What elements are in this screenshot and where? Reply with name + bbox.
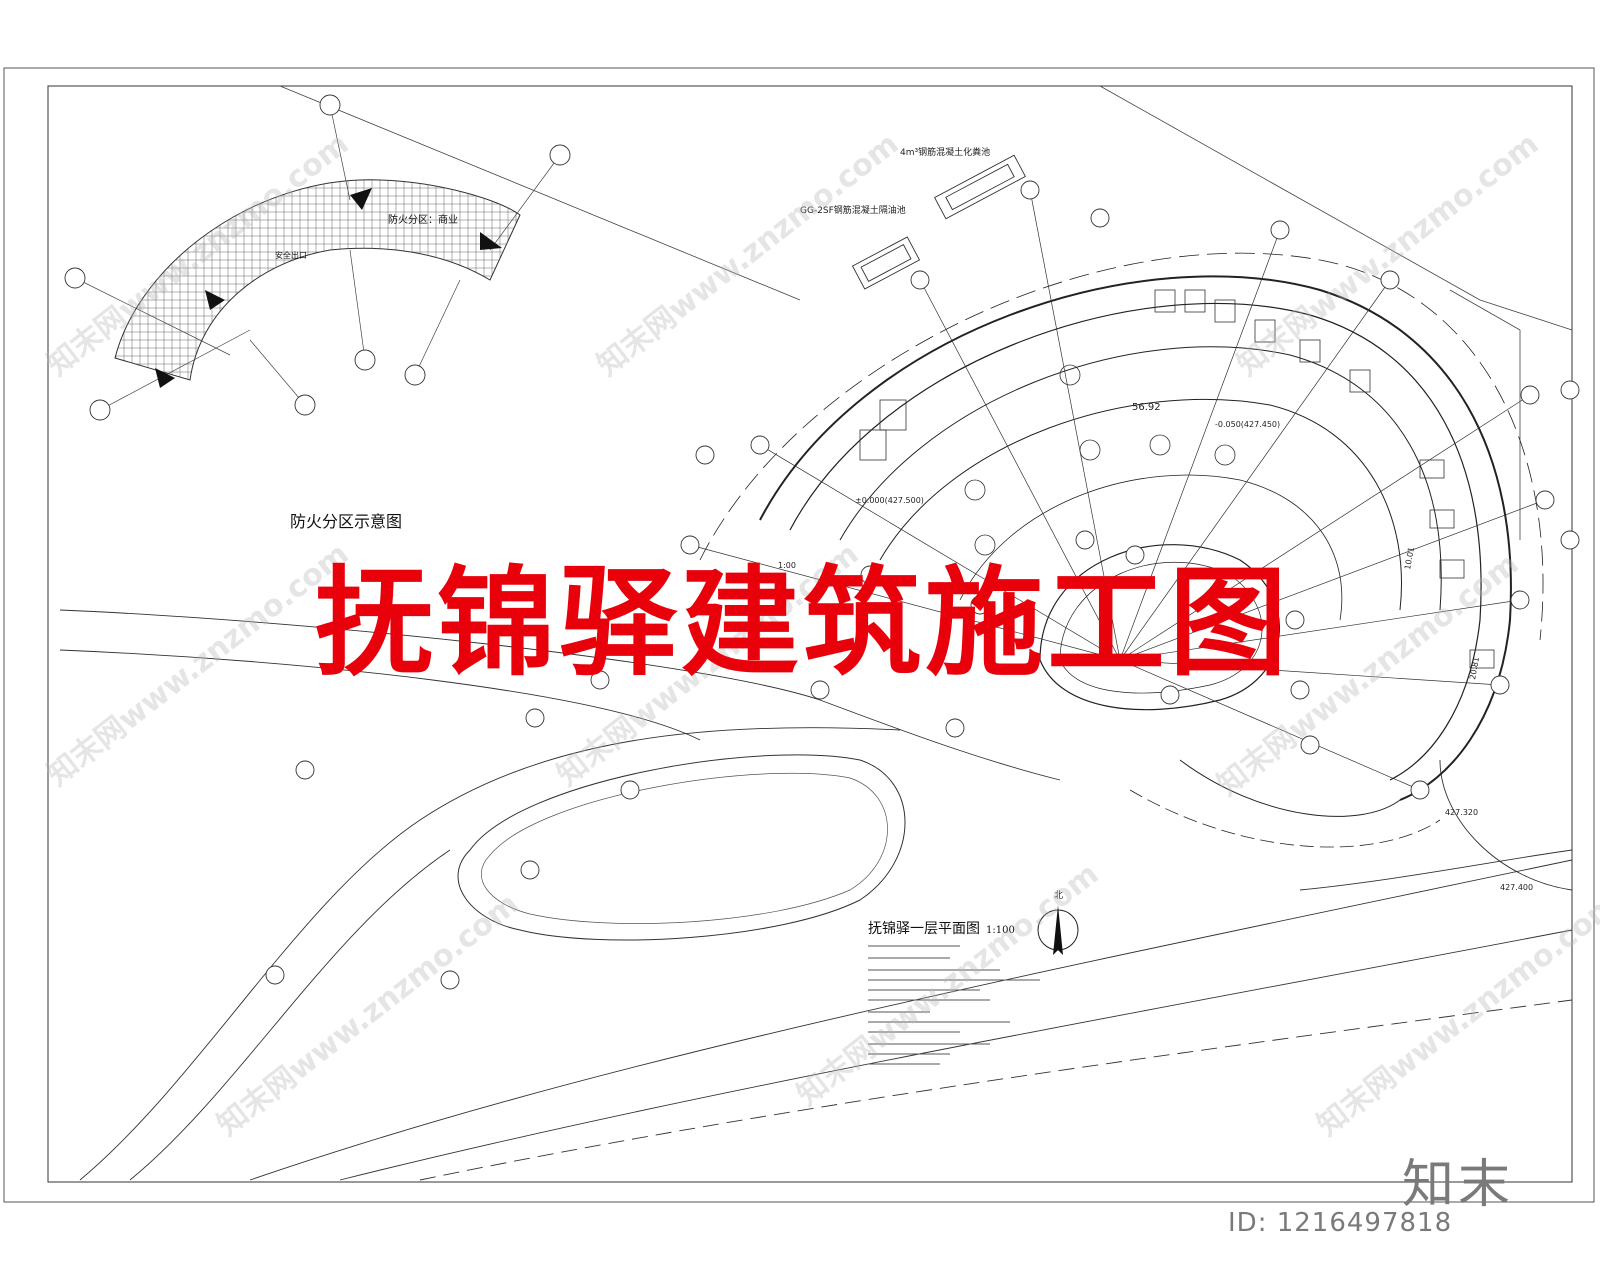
- tanks: [851, 154, 1026, 290]
- fire-zone-label: 防火分区：商业: [388, 213, 458, 226]
- north-label: 北: [1054, 890, 1063, 901]
- site-boundaries: [279, 85, 1573, 540]
- elevation-label: -0.050(427.450): [1215, 420, 1280, 429]
- inner-frame: [47, 85, 1573, 1183]
- fire-zone-area: [114, 179, 521, 381]
- plan-scale: 1:100: [986, 925, 1015, 936]
- outer-frame: [3, 67, 1595, 1203]
- brand-logo: 知末: [1402, 1155, 1515, 1215]
- landscape-island: [457, 754, 906, 941]
- furniture: [859, 289, 1495, 669]
- dimension-label: 56.92: [1132, 402, 1161, 413]
- elevation-label: 427.400: [1500, 883, 1533, 892]
- image-id: ID: 1216497818: [1228, 1208, 1453, 1238]
- plan-notes: [868, 945, 1040, 1065]
- roads: [59, 609, 1573, 1181]
- dimension-label: 10.01: [1403, 546, 1416, 570]
- fire-zone-leaders: [74, 104, 561, 411]
- plan-caption: 抚锦驿一层平面图 1:100: [868, 918, 1015, 938]
- north-arrow-icon: [1037, 905, 1079, 955]
- axis-grid: [689, 189, 1546, 791]
- elevation-label: 427.320: [1445, 808, 1478, 817]
- fire-zone-bubbles: [64, 94, 571, 421]
- exit-arrows: [155, 188, 502, 388]
- landscape-island-inner: [480, 772, 888, 924]
- exit-label: 安全出口: [275, 250, 307, 260]
- axis-bubbles: [265, 180, 1580, 990]
- plan-caption-title: 抚锦驿一层平面图: [868, 921, 980, 937]
- dimension-label: 1:00: [778, 561, 796, 570]
- dimension-label: 20.81: [1468, 656, 1481, 680]
- drawing-title: 抚锦驿建筑施工图: [315, 553, 1292, 692]
- fire-zone-caption: 防火分区示意图: [290, 512, 403, 531]
- grease-trap-label: GG-2SF钢筋混凝土隔油池: [800, 204, 906, 216]
- septic-tank-label: 4m³钢筋混凝土化粪池: [900, 146, 990, 158]
- building-walls: [699, 252, 1544, 848]
- elevation-label: ±0.000(427.500): [855, 496, 924, 505]
